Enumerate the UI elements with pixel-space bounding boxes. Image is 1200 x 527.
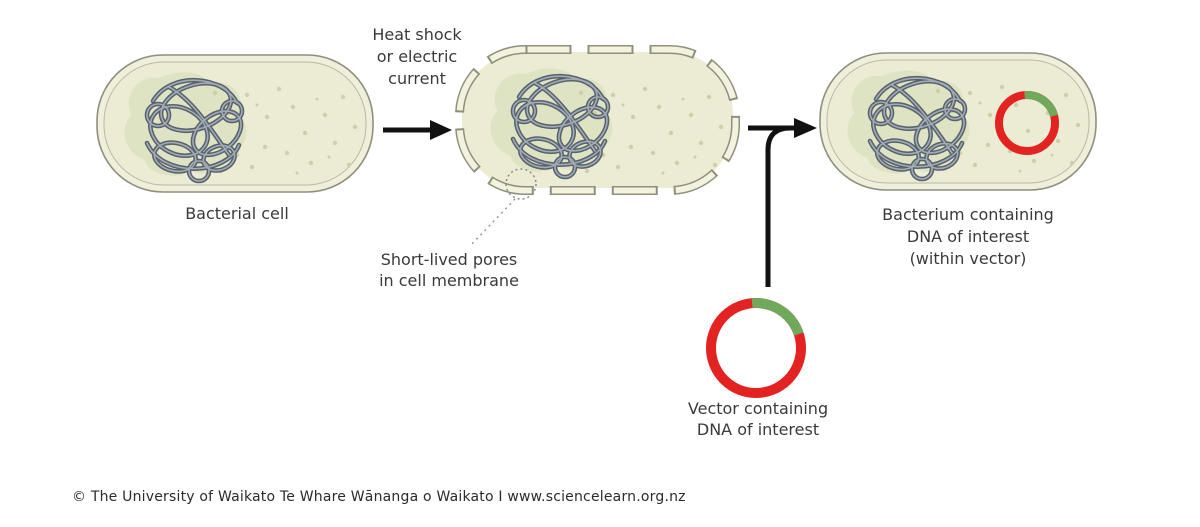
pore-leader-line	[469, 198, 516, 247]
pored-membrane-fill	[456, 46, 739, 194]
label-vector: Vector containing DNA of interest	[687, 399, 829, 439]
plasmid-vector-icon	[706, 298, 806, 398]
dna-insert-segment	[1024, 91, 1058, 118]
plasmid-in-cell-icon	[995, 91, 1059, 155]
label-heat-shock: Heat shock or electric current	[372, 25, 462, 88]
label-short-lived-pores: Short-lived pores in cell membrane	[379, 250, 519, 290]
copyright-text: © The University of Waikato Te Whare Wān…	[72, 489, 686, 505]
pore-zoom-circle-icon	[505, 168, 537, 200]
label-bacterial-cell: Bacterial cell	[185, 204, 289, 223]
vector-insert-segment	[751, 298, 804, 336]
arrow-step2-merge	[748, 118, 817, 287]
bacterial-cell-1	[97, 55, 373, 192]
label-bacterium-result: Bacterium containing DNA of interest (wi…	[882, 205, 1054, 268]
bacterial-cell-2-pored	[455, 45, 740, 195]
arrow-step1	[383, 120, 452, 140]
